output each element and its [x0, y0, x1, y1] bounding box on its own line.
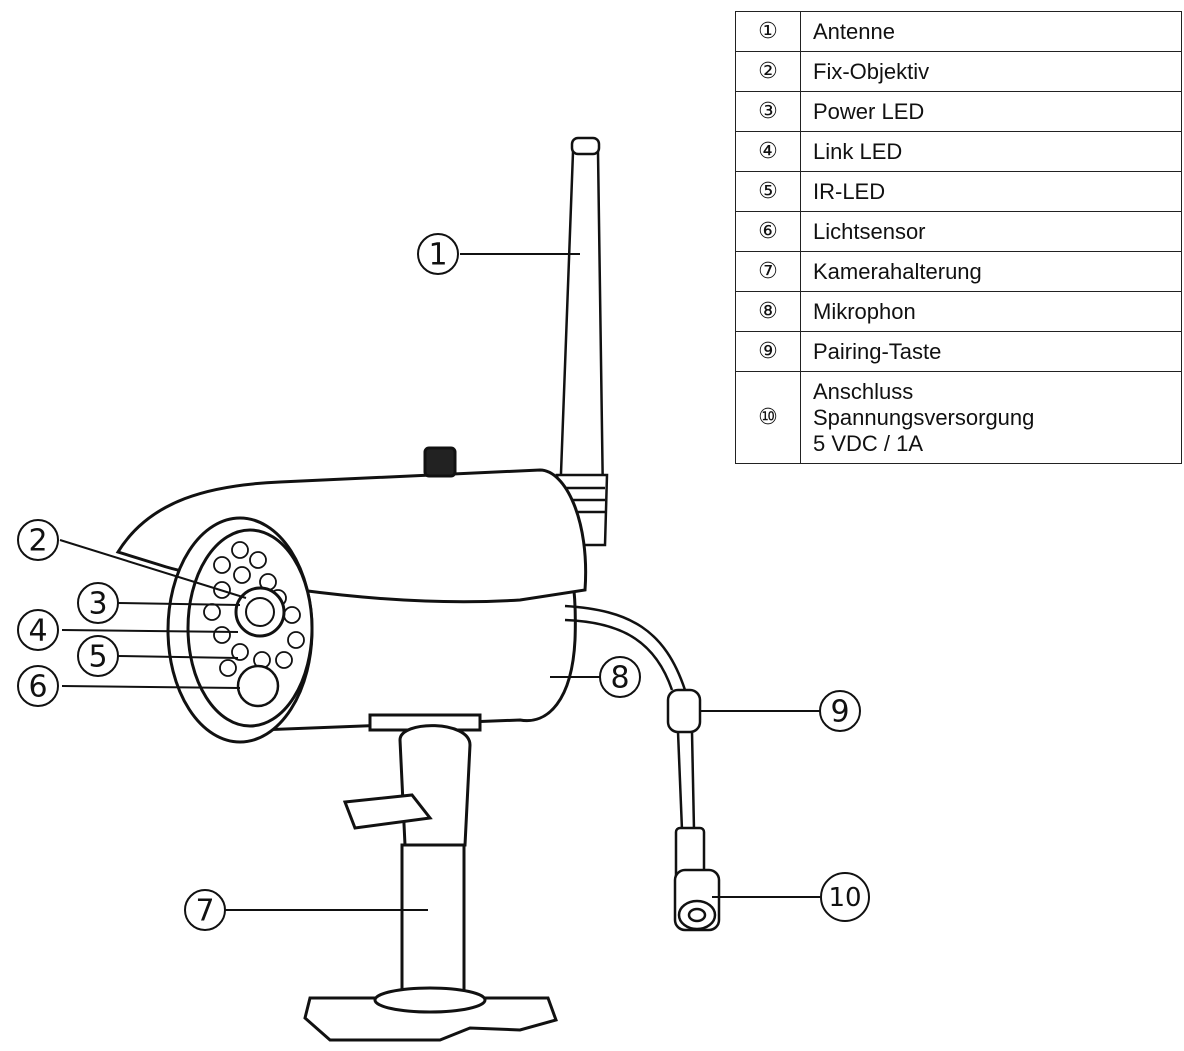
legend-marker: ③	[735, 91, 801, 132]
callout-4: 4	[17, 609, 59, 651]
legend-label: Antenne	[800, 11, 1182, 52]
callout-2: 2	[17, 519, 59, 561]
legend-label: Kamerahalterung	[800, 251, 1182, 292]
callout-8: 8	[599, 656, 641, 698]
svg-text:6: 6	[28, 670, 47, 705]
svg-text:2: 2	[28, 524, 47, 559]
svg-text:4: 4	[28, 614, 47, 649]
leader-lines	[59, 253, 820, 911]
front-face	[203, 541, 305, 708]
legend-marker: ①	[735, 11, 801, 52]
legend-label-line: 5 VDC / 1A	[813, 430, 924, 456]
legend-marker: ⑩	[735, 371, 801, 464]
legend-marker: ④	[735, 131, 801, 172]
cable	[564, 604, 721, 932]
callout-1: 1	[417, 233, 459, 275]
svg-text:1: 1	[428, 238, 447, 273]
legend-row: ⑩ Anschluss Spannungsversorgung 5 VDC / …	[735, 371, 1182, 464]
callout-6: 6	[17, 665, 59, 707]
legend-label: IR-LED	[800, 171, 1182, 212]
legend-label: Power LED	[800, 91, 1182, 132]
legend-marker: ②	[735, 51, 801, 92]
legend-marker: ⑧	[735, 291, 801, 332]
legend-label-line: Anschluss	[813, 378, 914, 404]
svg-text:7: 7	[195, 894, 214, 929]
legend-label-line: Spannungsversorgung	[813, 404, 1035, 430]
svg-text:5: 5	[88, 640, 107, 675]
legend-marker: ⑥	[735, 211, 801, 252]
legend-label: Pairing-Taste	[800, 331, 1182, 372]
camera-body	[115, 446, 588, 744]
legend-label: Lichtsensor	[800, 211, 1182, 252]
legend-label: Link LED	[800, 131, 1182, 172]
svg-text:3: 3	[88, 587, 107, 622]
legend-label: Anschluss Spannungsversorgung 5 VDC / 1A	[800, 371, 1182, 464]
legend-marker: ⑨	[735, 331, 801, 372]
callout-9: 9	[819, 690, 861, 732]
legend-marker: ⑤	[735, 171, 801, 212]
callout-3: 3	[77, 582, 119, 624]
callout-10: 10	[820, 872, 870, 922]
svg-text:9: 9	[830, 695, 849, 730]
callout-7: 7	[184, 889, 226, 931]
callout-5: 5	[77, 635, 119, 677]
legend-label: Mikrophon	[800, 291, 1182, 332]
svg-text:10: 10	[828, 883, 861, 913]
legend-marker: ⑦	[735, 251, 801, 292]
legend-label: Fix-Objektiv	[800, 51, 1182, 92]
svg-text:8: 8	[610, 661, 629, 696]
camera-mount	[303, 713, 558, 1042]
